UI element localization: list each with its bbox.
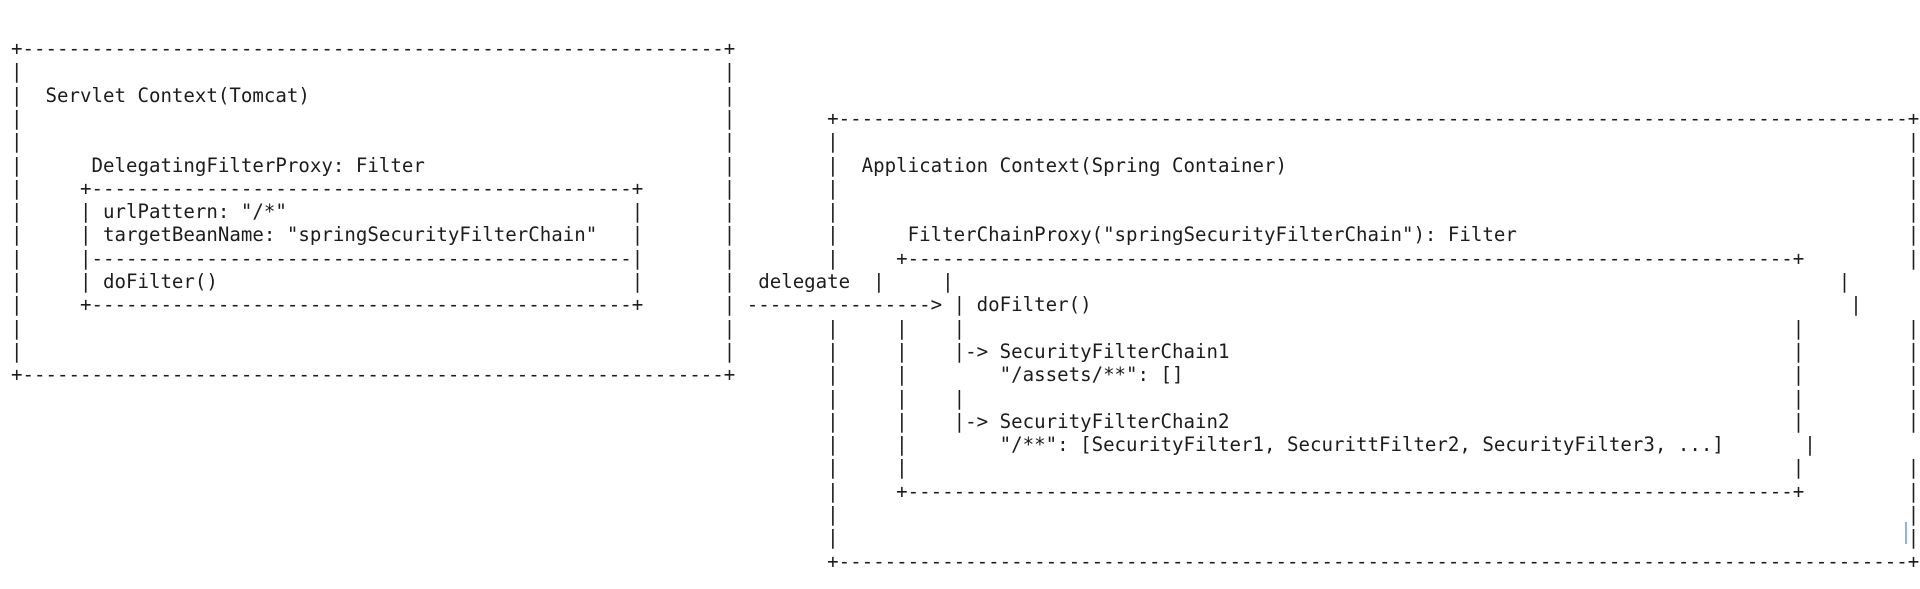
diagram-line: +---------------------------------------… <box>11 37 736 60</box>
diagram-line: | |-------------------------------------… <box>11 246 1920 270</box>
diagram-line: | | | | <box>11 456 1920 480</box>
diagram-line: +---------------------------------------… <box>11 549 1920 573</box>
diagram-line: | | doFilter() | | delegate | | | | <box>11 270 1920 293</box>
diagram-line: | DelegatingFilterProxy: Filter | | Appl… <box>11 153 1920 177</box>
diagram-line: | | <box>11 503 1920 526</box>
diagram-line: | | <box>11 60 736 84</box>
diagram-line: +---------------------------------------… <box>11 363 1920 387</box>
diagram-line: | | | | <box>11 130 1920 154</box>
diagram-line: | +-------------------------------------… <box>11 176 1920 200</box>
diagram-line: | +-------------------------------------… <box>11 293 1920 317</box>
diagram-line: | | "/**": [SecurityFilter1, SecurittFil… <box>11 433 1920 457</box>
diagram-line: | | | | |-> SecurityFilterChain1 | | <box>11 339 1920 363</box>
diagram-line: | | | | | <box>11 386 1920 410</box>
diagram-line: | | targetBeanName: "springSecurityFilte… <box>11 223 1920 247</box>
text-cursor <box>1905 522 1907 544</box>
diagram-line: | | | | | | | <box>11 316 1920 340</box>
diagram-line: | | <box>11 526 1920 550</box>
diagram-line: | | |-> SecurityFilterChain2 | | <box>11 409 1920 433</box>
diagram-line: | +-------------------------------------… <box>11 479 1920 503</box>
diagram-line: | Servlet Context(Tomcat) | <box>11 83 736 107</box>
diagram-line: | | urlPattern: "/*" | | | | <box>11 200 1920 224</box>
diagram-line: | | +-----------------------------------… <box>11 106 1920 130</box>
